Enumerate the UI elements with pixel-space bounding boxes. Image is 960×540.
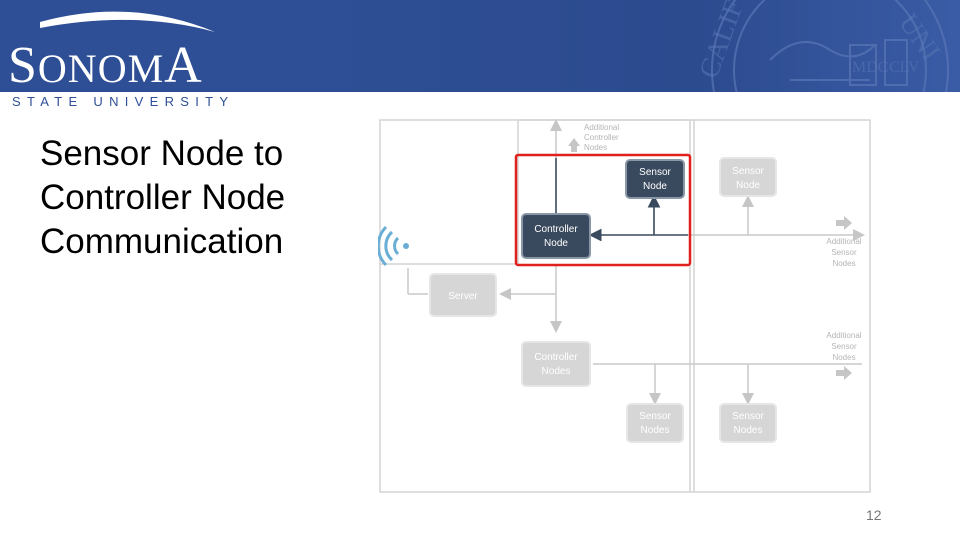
wireless-icon bbox=[378, 225, 409, 267]
slide-title: Sensor Node to Controller Node Communica… bbox=[40, 134, 286, 261]
logo-letter-s: S bbox=[8, 37, 38, 92]
header-banner: CALIF UNI MDC CLV SONOMA bbox=[0, 0, 960, 92]
up-arrow-icon bbox=[568, 138, 580, 152]
node-server: Server bbox=[429, 273, 497, 317]
logo-swoosh bbox=[40, 11, 215, 32]
logo-letters-onom: ONOM bbox=[37, 46, 165, 91]
svg-text:CLV: CLV bbox=[889, 59, 920, 76]
highlight-box bbox=[514, 153, 692, 267]
active-connections bbox=[555, 158, 688, 242]
faded-connections bbox=[407, 119, 865, 405]
right-arrow-icon-2 bbox=[836, 366, 852, 380]
additional-arrows bbox=[568, 138, 852, 380]
logo-wordmark: SONOMA bbox=[8, 40, 203, 92]
node-server-label: Server bbox=[448, 291, 478, 302]
svg-text:CALIF: CALIF bbox=[693, 0, 750, 82]
banner-right bbox=[290, 0, 960, 92]
svg-text:UNI: UNI bbox=[892, 8, 946, 67]
right-arrow-icon-1 bbox=[836, 216, 852, 230]
university-seal-watermark: CALIF UNI MDC CLV bbox=[693, 0, 949, 92]
university-tagline: STATE UNIVERSITY bbox=[12, 94, 235, 109]
svg-text:MDC: MDC bbox=[852, 59, 888, 76]
logo-letter-a: A bbox=[164, 37, 203, 92]
page-number: 12 bbox=[866, 507, 882, 523]
